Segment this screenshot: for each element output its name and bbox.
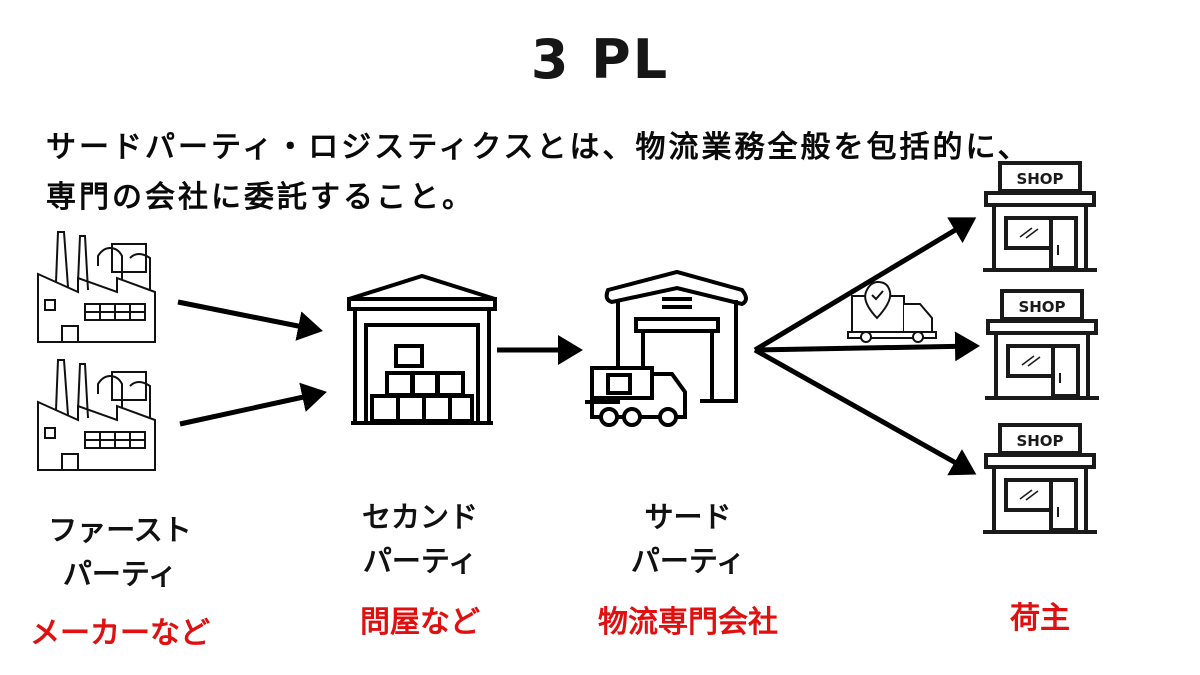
warehouse-truck-icon	[585, 269, 748, 427]
arrow-3pl-to-shop-2	[754, 331, 980, 362]
second-party-example: 問屋など	[360, 605, 480, 640]
first-party-label: ファースト パーティ	[20, 508, 220, 596]
arrow-3pl-to-shop-3	[753, 347, 977, 476]
warehouse-boxes-icon	[347, 273, 497, 425]
shipper-example: 荷主	[1010, 601, 1070, 636]
third-party-label: サード パーティ	[588, 495, 788, 583]
second-party-label-line1: セカンド	[361, 500, 478, 534]
factory-icon-2	[37, 359, 156, 471]
page-title: 3 PL	[530, 28, 670, 91]
first-party-label-line1: ファースト	[48, 513, 192, 547]
shop-sign-2: SHOP	[1018, 298, 1065, 316]
second-party-label: セカンド パーティ	[320, 495, 520, 583]
shop-sign-1: SHOP	[1016, 170, 1063, 188]
third-party-label-line1: サード	[644, 500, 732, 534]
first-party-label-line2: パーティ	[62, 557, 178, 591]
third-party-label-line2: パーティ	[630, 544, 746, 578]
second-party-label-line2: パーティ	[362, 544, 478, 578]
arrow-factory2-to-wholesaler	[179, 382, 327, 427]
arrow-factory1-to-wholesaler	[177, 299, 323, 341]
third-party-example: 物流専門会社	[598, 605, 778, 640]
delivery-truck-icon	[847, 280, 937, 343]
shop-sign-3: SHOP	[1016, 432, 1063, 450]
first-party-example: メーカーなど	[30, 616, 210, 651]
factory-icon-1	[37, 231, 156, 343]
description-line-2: 専門の会社に委託すること。	[46, 180, 475, 215]
arrow-3pl-to-shop-1	[753, 217, 977, 353]
description-line-1: サードパーティ・ロジスティクスとは、物流業務全般を包括的に、	[46, 130, 1031, 165]
